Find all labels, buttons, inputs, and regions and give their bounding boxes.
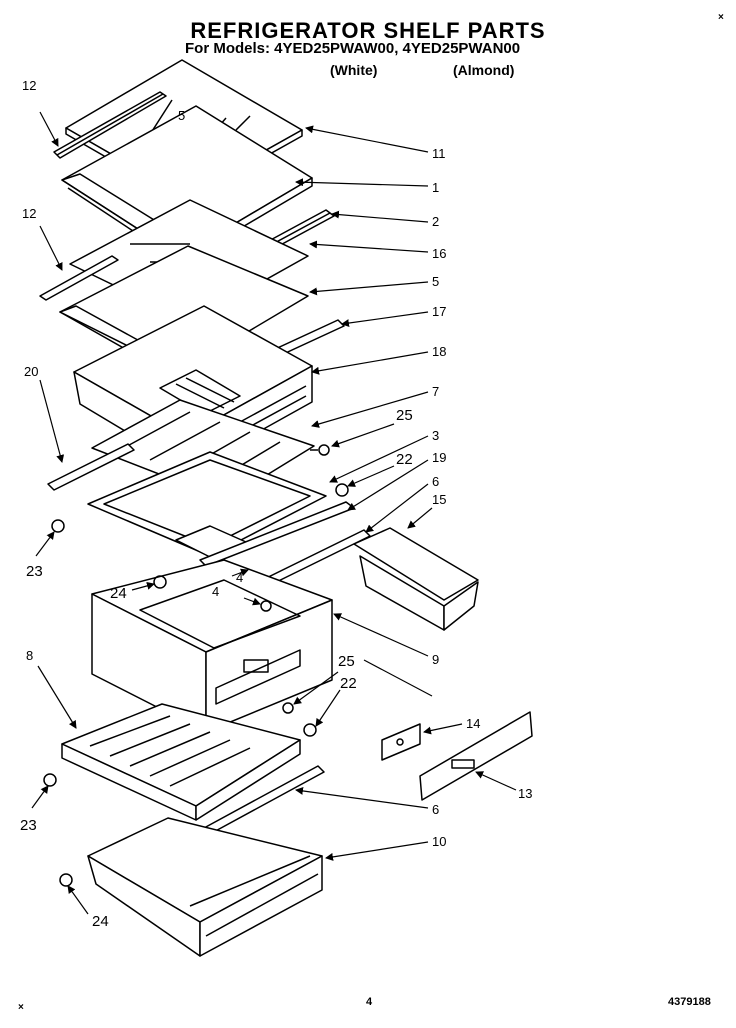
corner-mark-top-right: × [718, 12, 724, 23]
fastener-23-lower [43, 773, 57, 787]
door-bin-15 [353, 527, 479, 631]
page-number: 4 [366, 996, 373, 1008]
document-number: 4379188 [668, 996, 711, 1008]
callout-2: 2 [432, 214, 439, 229]
control-knob-14 [381, 723, 421, 761]
crisper-pan-10 [87, 817, 323, 957]
callout-5: 5 [432, 274, 439, 289]
fastener-25-upper [310, 444, 330, 456]
fastener-25-lower [282, 702, 294, 714]
fastener-22-upper [335, 483, 349, 497]
fastener-24-lower [59, 873, 73, 887]
fastener-4 [260, 600, 272, 612]
callout-13: 13 [518, 786, 532, 801]
callout-9: 9 [432, 652, 439, 667]
callout-4-b: 4 [212, 584, 219, 599]
callout-6-lower: 6 [432, 802, 439, 817]
callout-19: 19 [432, 450, 446, 465]
callout-25-upper: 25 [396, 407, 413, 424]
callout-12-lower: 12 [22, 206, 36, 221]
callout-12-upper: 12 [22, 78, 36, 93]
callout-3: 3 [432, 428, 439, 443]
callout-23-lower: 23 [20, 817, 37, 834]
callout-22-upper: 22 [396, 451, 413, 468]
callout-20: 20 [24, 364, 38, 379]
callout-15: 15 [432, 492, 446, 507]
callout-17: 17 [432, 304, 446, 319]
color-almond-label: (Almond) [453, 62, 515, 78]
page-title: REFRIGERATOR SHELF PARTS [190, 18, 546, 43]
callout-10: 10 [432, 834, 446, 849]
callout-23-upper: 23 [26, 563, 43, 580]
fastener-22-lower [303, 723, 317, 737]
callout-5-top: 5 [178, 108, 185, 123]
trim-strip-12-upper [53, 91, 167, 159]
callout-8: 8 [26, 648, 33, 663]
glass-shelf-8 [61, 703, 301, 821]
callout-25-lower: 25 [338, 653, 355, 670]
callout-24-lower: 24 [92, 913, 109, 930]
callout-11: 11 [432, 146, 446, 161]
trim-strip-12-lower [39, 255, 119, 301]
fastener-23-upper [51, 519, 65, 533]
trim-strip-20 [47, 443, 135, 491]
models-line: For Models: 4YED25PWAW00, 4YED25PWAN00 [185, 40, 521, 57]
callout-7: 7 [432, 384, 439, 399]
callout-18: 18 [432, 344, 446, 359]
corner-mark-bottom-left: × [18, 1002, 24, 1013]
callout-24-upper: 24 [110, 585, 127, 602]
drawer-frame [87, 451, 327, 559]
callout-14: 14 [466, 716, 480, 731]
control-panel-13 [419, 711, 533, 801]
callout-4-a: 4 [236, 570, 243, 585]
color-white-label: (White) [330, 62, 378, 78]
callout-6-upper: 6 [432, 474, 439, 489]
callout-1: 1 [432, 180, 439, 195]
callout-16: 16 [432, 246, 446, 261]
callout-22-lower: 22 [340, 675, 357, 692]
